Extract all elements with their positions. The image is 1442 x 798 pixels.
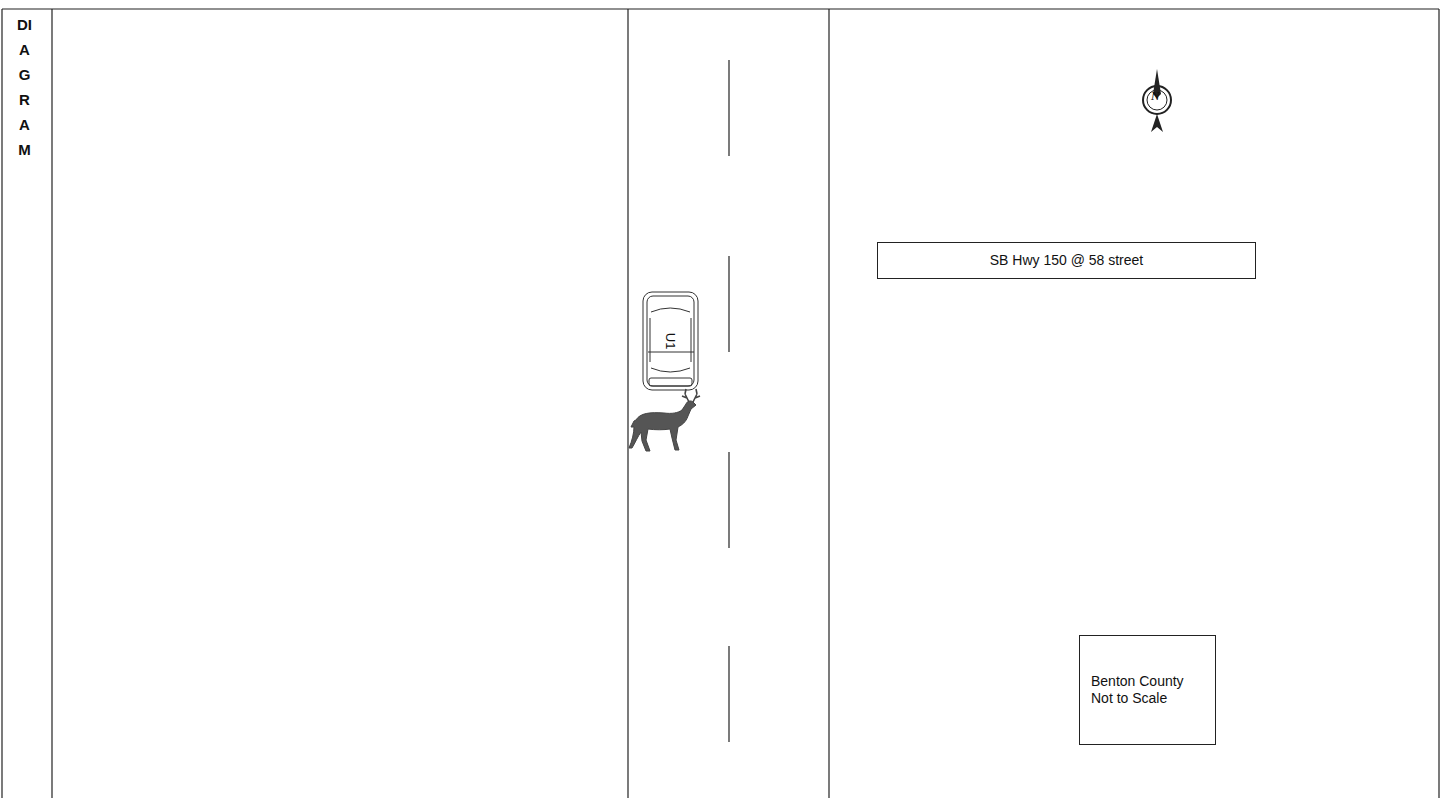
frame-line — [51, 9, 52, 798]
road-edge — [627, 9, 628, 798]
lane-dash — [728, 646, 729, 742]
node-text: Benton County Not to Scale — [1091, 673, 1195, 708]
north-compass — [1143, 69, 1171, 132]
vehicle-outline — [643, 292, 698, 390]
road-edge — [828, 9, 829, 798]
deer-figure — [629, 389, 700, 451]
frame-line — [1, 9, 2, 798]
lane-dash — [728, 256, 729, 352]
unit-number: U1 — [662, 333, 678, 350]
lane-dash — [728, 452, 729, 548]
vehicle-unit: U1 — [643, 292, 698, 390]
location-box: SB Hwy 150 @ 58 street — [877, 242, 1256, 279]
scale-note-box: Benton County Not to Scale — [1079, 635, 1216, 745]
frame-line — [2, 8, 1439, 9]
lane-dash — [728, 60, 729, 156]
frame-line — [1438, 9, 1439, 798]
compass-letter: N — [1151, 90, 1160, 103]
section-label: DIAGRAM — [17, 12, 32, 162]
node-text: SB Hwy 150 @ 58 street — [990, 252, 1144, 270]
